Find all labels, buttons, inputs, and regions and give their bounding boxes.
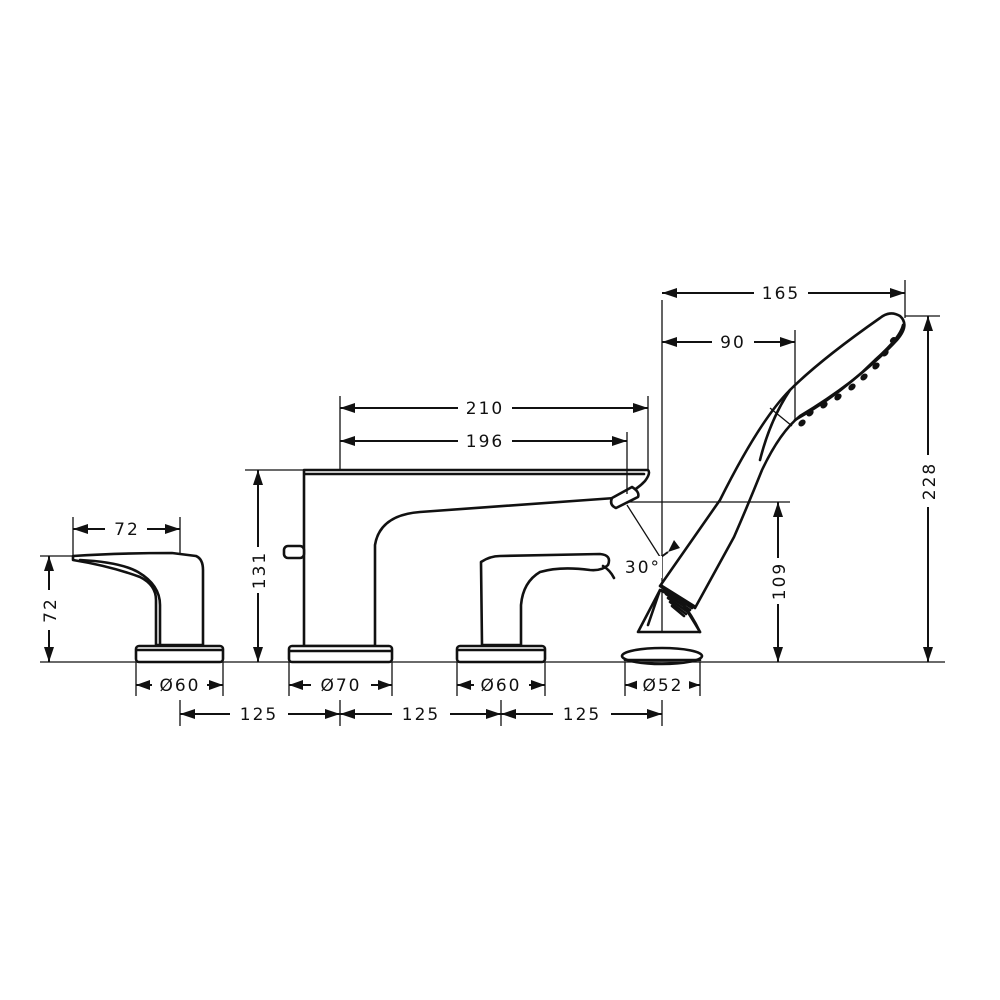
- shower-base: [620, 646, 704, 666]
- dim-label-shower-height: 228: [920, 462, 940, 500]
- dim-outlet-height: 109: [627, 501, 790, 662]
- dim-label-escutcheon-right: Ø60: [480, 676, 521, 696]
- left-escutcheon: [134, 644, 225, 664]
- right-lever-handle: [479, 552, 616, 647]
- dim-label-spout-reach-outlet: 196: [466, 432, 504, 452]
- dim-label-spacing-1: 125: [240, 705, 278, 725]
- dim-spray-angle: 30°: [625, 300, 680, 632]
- dim-label-spout-base: Ø70: [320, 676, 361, 696]
- spout-body: [282, 468, 651, 648]
- dim-label-escutcheon-left: Ø60: [159, 676, 200, 696]
- shower-spray-nozzles: [798, 337, 897, 427]
- dim-label-spacing-3: 125: [563, 705, 601, 725]
- hose-connector-rings: [660, 584, 696, 618]
- dim-label-lever-width: 72: [114, 520, 140, 540]
- right-escutcheon: [455, 644, 547, 664]
- dim-label-spacing-2: 125: [402, 705, 440, 725]
- dim-shower-head-offset: 90: [662, 330, 796, 420]
- dim-label-outlet-height: 109: [770, 562, 790, 600]
- dim-label-spout-reach-total: 210: [466, 399, 504, 419]
- dim-label-shower-base: Ø52: [642, 676, 683, 696]
- dim-label-spray-angle: 30°: [625, 558, 661, 578]
- dim-spout-reach-total: 210: [339, 396, 649, 470]
- dim-spout-reach-outlet: 196: [340, 430, 628, 494]
- left-lever-handle: [71, 551, 205, 647]
- dim-lever-width: 72: [72, 517, 181, 556]
- dim-shower-height: 228: [905, 315, 940, 662]
- spout-base: [287, 644, 394, 664]
- dim-spout-base: Ø70: [288, 662, 393, 697]
- dim-lever-height: 72: [38, 555, 75, 662]
- dim-label-spout-height: 131: [250, 551, 270, 589]
- dim-label-shower-head-offset: 90: [720, 333, 746, 353]
- dim-label-shower-total-width: 165: [762, 284, 800, 304]
- dim-escutcheon-left: Ø60: [135, 662, 224, 697]
- dim-label-lever-height: 72: [41, 597, 61, 623]
- dim-escutcheon-right: Ø60: [456, 662, 546, 697]
- dim-spacing-chain: 125 125 125: [179, 700, 663, 726]
- dim-shower-total-width: 165: [662, 280, 906, 318]
- dim-spout-height: 131: [245, 469, 304, 662]
- dim-shower-base: Ø52: [624, 662, 701, 697]
- spout-aerator: [609, 485, 640, 510]
